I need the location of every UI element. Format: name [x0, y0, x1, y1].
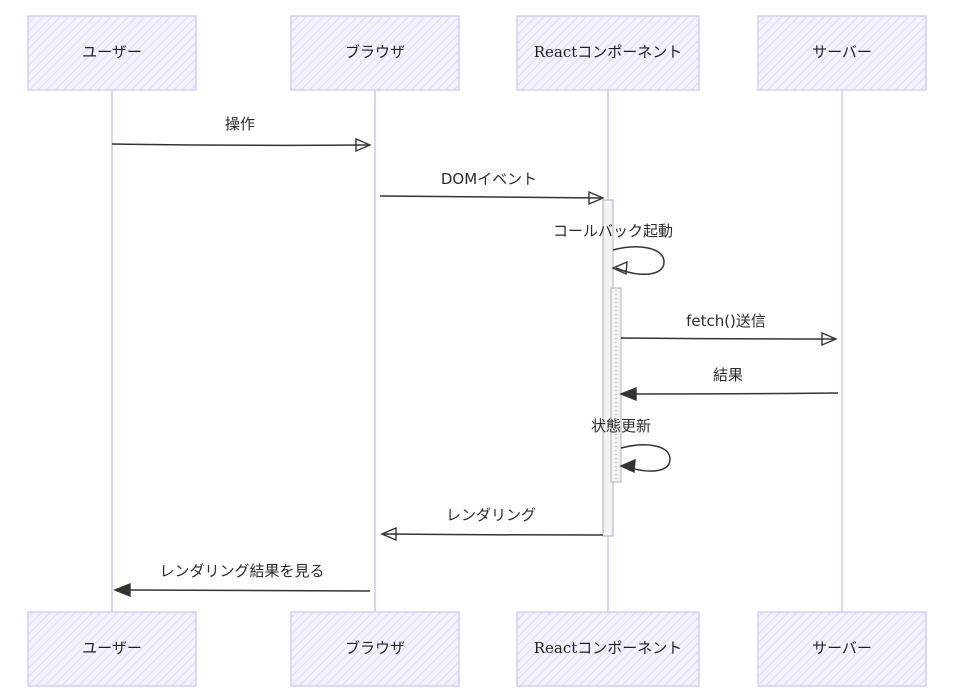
actor-box-react-bottom: Reactコンポーネント: [516, 611, 700, 687]
message-arrow-fetch-send: [620, 337, 837, 340]
message-arrowhead-rendering: [380, 526, 397, 542]
actor-label-browser-top: ブラウザ: [345, 43, 405, 61]
actor-label-server-bottom: サーバー: [812, 639, 872, 657]
message-label-fetch-send: fetch()送信: [686, 312, 766, 330]
actors-bottom: ユーザー ブラウザ Reactコンポーネント サーバー: [27, 611, 927, 687]
message-arrowhead-operation: [355, 137, 372, 153]
message-label-dom-event: DOMイベント: [441, 170, 537, 188]
message-arrow-result: [623, 392, 839, 395]
activations: [602, 199, 622, 537]
message-arrow-rendering: [383, 533, 604, 536]
message-view-result: レンダリング結果を見る: [113, 562, 371, 598]
actors-top: ユーザー ブラウザ Reactコンポーネント サーバー: [27, 15, 927, 91]
actor-label-server-top: サーバー: [812, 43, 872, 61]
message-arrow-state-update: [620, 444, 671, 472]
actor-label-user-top: ユーザー: [82, 43, 142, 61]
actor-box-browser-top: ブラウザ: [290, 15, 460, 91]
actor-box-server-bottom: サーバー: [757, 611, 927, 687]
message-arrowhead-state-update: [619, 458, 636, 474]
message-state-update: 状態更新: [591, 417, 671, 474]
actor-label-browser-bottom: ブラウザ: [345, 639, 405, 657]
actor-box-server-top: サーバー: [757, 15, 927, 91]
message-arrowhead-result: [619, 386, 637, 402]
actor-label-user-bottom: ユーザー: [82, 639, 142, 657]
message-arrowhead-dom-event: [588, 190, 605, 206]
message-arrowhead-callback-start: [611, 260, 628, 276]
message-arrowhead-fetch-send: [821, 331, 838, 347]
message-dom-event: DOMイベント: [379, 170, 605, 206]
actor-box-user-top: ユーザー: [27, 15, 197, 91]
message-label-state-update: 状態更新: [591, 417, 651, 435]
lifelines: [111, 90, 843, 612]
message-label-rendering: レンダリング: [446, 506, 536, 524]
message-fetch-send: fetch()送信: [620, 312, 838, 347]
actor-box-browser-bottom: ブラウザ: [290, 611, 460, 687]
message-rendering: レンダリング: [380, 506, 604, 542]
actor-label-react-bottom: Reactコンポーネント: [534, 639, 683, 657]
message-arrow-operation: [111, 143, 369, 147]
message-callback-start: コールバック起動: [553, 222, 673, 276]
activation-bar-inner: [610, 287, 622, 483]
actor-box-user-bottom: ユーザー: [27, 611, 197, 687]
message-arrowhead-view-result: [113, 582, 131, 598]
message-label-result: 結果: [713, 366, 743, 384]
message-result: 結果: [619, 366, 839, 402]
message-arrow-dom-event: [379, 195, 602, 199]
message-operation: 操作: [111, 115, 372, 153]
actor-box-react-top: Reactコンポーネント: [516, 15, 700, 91]
message-label-operation: 操作: [225, 115, 255, 133]
message-label-view-result: レンダリング結果を見る: [159, 562, 324, 580]
message-label-callback-start: コールバック起動: [553, 222, 673, 240]
actor-label-react-top: Reactコンポーネント: [534, 43, 683, 61]
messages: 操作 DOMイベント コールバック起動 fetch()送信 結果: [111, 115, 839, 598]
message-arrow-callback-start: [612, 246, 665, 275]
message-arrow-view-result: [117, 589, 371, 592]
